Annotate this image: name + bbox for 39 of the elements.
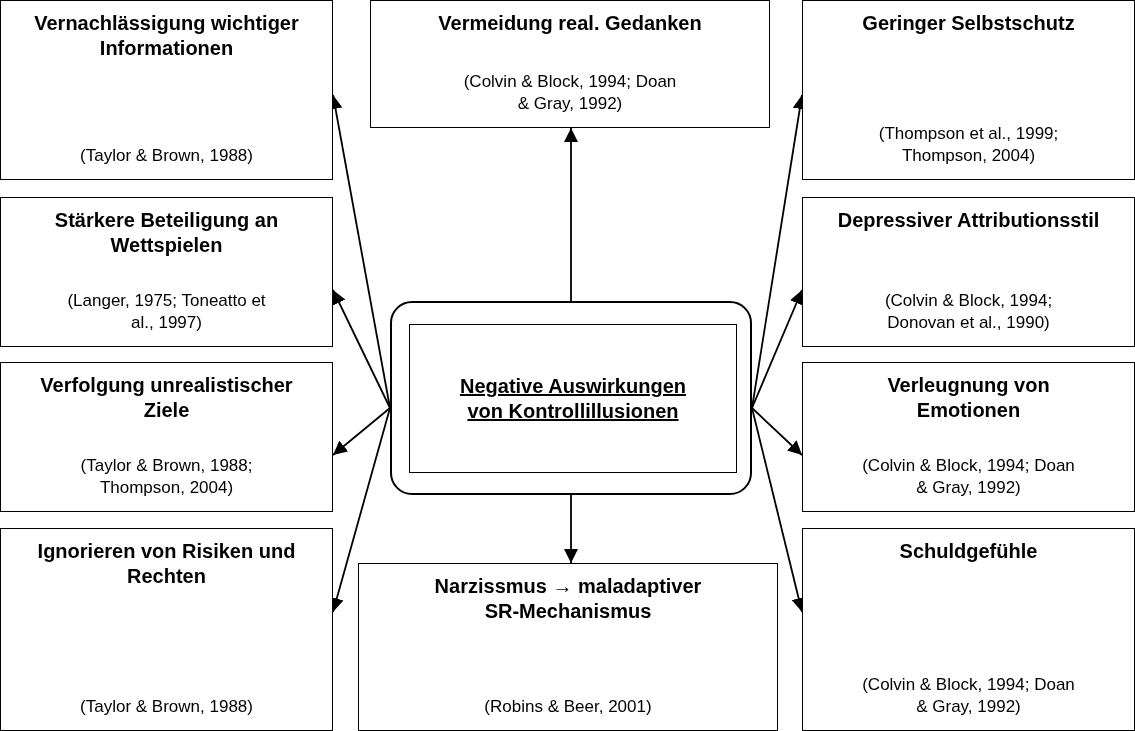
arrow — [332, 407, 391, 456]
effect-box — [802, 528, 1135, 731]
box-heading: Depressiver Attributionsstil — [837, 208, 1100, 233]
box-heading: Geringer Selbstschutz — [862, 11, 1075, 36]
effect-box — [370, 0, 770, 128]
effect-box — [0, 197, 333, 347]
arrow — [751, 407, 803, 456]
box-heading: Vernachlässigung wichtiger Informationen — [33, 11, 300, 61]
box-heading: Ignorieren von Risiken und Rechten — [36, 539, 297, 589]
box-heading: Stärkere Beteiligung an Wettspielen — [53, 208, 280, 258]
arrow — [332, 289, 391, 409]
box-heading: Vermeidung real. Gedanken — [438, 11, 702, 36]
box-heading: Schuldgefühle — [899, 539, 1038, 564]
box-heading: Negative Auswirkungen von Kontrollillusionen — [459, 373, 687, 424]
citation: (Colvin & Block, 1994; Doan & Gray, 1992) — [861, 673, 1076, 718]
citation: (Colvin & Block, 1994; Donovan et al., 1990) — [883, 289, 1054, 334]
arrow — [564, 494, 578, 564]
citation: (Langer, 1975; Toneatto et al., 1997) — [66, 289, 267, 334]
arrow — [564, 127, 578, 302]
citation: (Robins & Beer, 2001) — [484, 695, 652, 718]
box-heading: Verleugnung von Emotionen — [886, 373, 1051, 423]
effect-box — [0, 528, 333, 731]
effect-box — [802, 0, 1135, 180]
box-heading: Narzissmus → maladaptiver SR-Mechanismus — [433, 574, 703, 624]
citation: (Colvin & Block, 1994; Doan & Gray, 1992) — [462, 70, 678, 115]
box-heading: Verfolgung unrealistischer Ziele — [39, 373, 294, 423]
effect-box — [358, 563, 778, 731]
rounded-frame — [390, 301, 752, 495]
citation: (Taylor & Brown, 1988) — [80, 144, 253, 167]
effect-box — [0, 0, 333, 180]
effect-box — [802, 197, 1135, 347]
arrow — [751, 289, 803, 409]
citation: (Taylor & Brown, 1988) — [80, 695, 253, 718]
central-box — [409, 324, 737, 473]
citation: (Thompson et al., 1999; Thompson, 2004) — [877, 122, 1060, 167]
citation: (Taylor & Brown, 1988; Thompson, 2004) — [79, 454, 254, 499]
effect-box — [0, 362, 333, 512]
citation: (Colvin & Block, 1994; Doan & Gray, 1992) — [861, 454, 1076, 499]
effect-box — [802, 362, 1135, 512]
